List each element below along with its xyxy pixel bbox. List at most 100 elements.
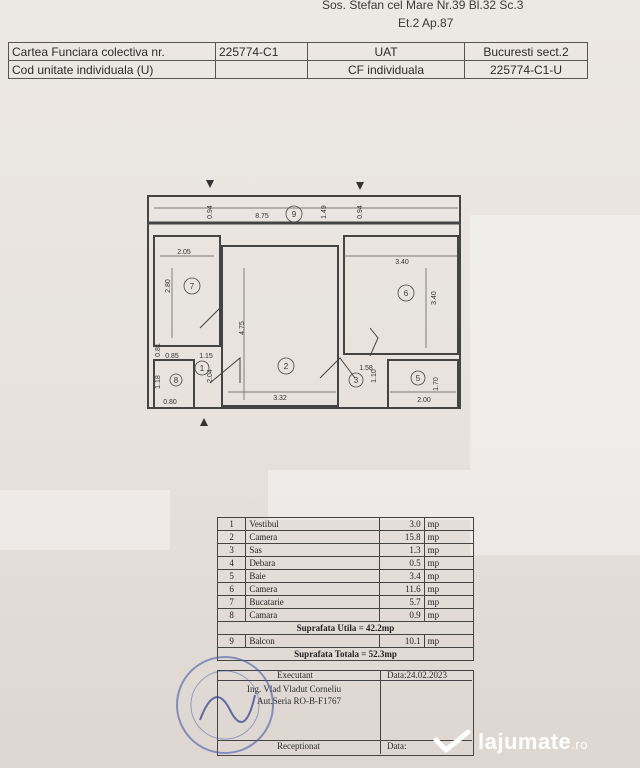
executant-box <box>217 670 474 756</box>
executant-label: Executant <box>277 670 313 680</box>
dim-label: 2.05 <box>177 249 191 256</box>
dim-label: 0.81 <box>155 343 162 357</box>
executant-name: Ing. Vlad Vladut Corneliu <box>247 684 342 694</box>
light-glare <box>470 215 640 555</box>
floor-plan-drawing: 8.75 0.94 1.49 0.94 2.05 2.80 4.75 3.40 … <box>147 180 461 426</box>
total-area: Suprafata Totala = 52.3mp <box>217 647 474 661</box>
cell: UAT <box>307 42 465 61</box>
cell: mp <box>423 543 475 557</box>
cell: 6 <box>216 582 247 596</box>
cell: Camera <box>245 582 380 596</box>
cell: mp <box>423 608 475 622</box>
cell: 0.9 <box>378 608 425 622</box>
cell: Bucatarie <box>245 595 380 609</box>
dim-label: 0.94 <box>207 205 214 219</box>
cell: 4 <box>216 556 247 570</box>
cell: 3 <box>216 543 247 557</box>
room-number: 7 <box>190 282 195 291</box>
cell: 5 <box>216 569 247 583</box>
cadastral-header-table: Cartea Funciara colectiva nr. 225774-C1 … <box>8 42 588 79</box>
address-line-1: Sos. Stefan cel Mare Nr.39 Bl.32 Sc.3 <box>322 0 524 12</box>
floor-plan: 8.75 0.94 1.49 0.94 2.05 2.80 4.75 3.40 … <box>140 178 470 428</box>
cell: Bucuresti sect.2 <box>464 42 588 61</box>
light-glare <box>268 470 470 520</box>
cell: 7 <box>216 595 247 609</box>
room-number: 3 <box>354 376 359 385</box>
dim-label: 8.75 <box>255 213 269 220</box>
cell: Cod unitate individuala (U) <box>8 60 216 79</box>
cell: 3.4 <box>378 569 425 583</box>
cell: Debara <box>245 556 380 570</box>
logo-name: lajumate <box>478 729 572 754</box>
cell: 8 <box>216 608 247 622</box>
cell: 1 <box>216 517 247 531</box>
receptionat-date: Data: <box>387 741 407 751</box>
room-number: 8 <box>174 376 179 385</box>
table-row: Suprafata Totala = 52.3mp <box>217 647 474 661</box>
dim-label: 0.80 <box>163 399 177 406</box>
cell: 1.3 <box>378 543 425 557</box>
cell: Camara <box>245 608 380 622</box>
table-row: Cartea Funciara colectiva nr. 225774-C1 … <box>8 42 588 61</box>
cell: 9 <box>216 634 247 648</box>
heart-check-icon <box>433 729 471 753</box>
cell: mp <box>423 582 475 596</box>
executant-date: Data:24.02.2023 <box>387 670 447 680</box>
cell: mp <box>423 530 475 544</box>
room-number: 1 <box>200 364 205 373</box>
logo-text: lajumate.ro <box>478 729 588 755</box>
cell: 15.8 <box>378 530 425 544</box>
dim-label: 2.80 <box>165 279 172 293</box>
cell: mp <box>423 634 475 648</box>
dim-label: 0.85 <box>165 353 179 360</box>
receptionat-label: Receptionat <box>277 741 320 751</box>
executant-left <box>217 670 381 754</box>
address-line-2: Et.2 Ap.87 <box>398 16 454 30</box>
dim-label: 2.00 <box>417 397 431 404</box>
dim-label: 4.75 <box>239 321 246 335</box>
room-number: 9 <box>292 210 297 219</box>
room-number: 5 <box>416 374 421 383</box>
room-number: 6 <box>404 289 409 298</box>
table-row: Cod unitate individuala (U) CF individua… <box>8 60 588 79</box>
cell: 11.6 <box>378 582 425 596</box>
cell: CF individuala <box>307 60 465 79</box>
dim-label: 3.32 <box>273 395 287 402</box>
row-divider <box>217 680 472 681</box>
signature-block: Executant Data:24.02.2023 Ing. Vlad Vlad… <box>217 670 474 768</box>
cell: 225774-C1-U <box>464 60 588 79</box>
cell: 0.5 <box>378 556 425 570</box>
dim-label: 1.10 <box>371 369 378 383</box>
logo-suffix: .ro <box>571 737 588 752</box>
dim-label: 1.49 <box>321 205 328 219</box>
cell: 5.7 <box>378 595 425 609</box>
row-divider <box>217 740 472 741</box>
dim-label: 0.94 <box>357 205 364 219</box>
cell: 3.0 <box>378 517 425 531</box>
official-stamp <box>176 656 274 754</box>
cell: Camera <box>245 530 380 544</box>
cell: Balcon <box>245 634 380 648</box>
cell: mp <box>423 556 475 570</box>
cell: 2 <box>216 530 247 544</box>
dim-label: 3.40 <box>431 291 438 305</box>
table-row: Suprafata Utila = 42.2mp <box>217 621 474 635</box>
cell: mp <box>423 595 475 609</box>
cell: Sas <box>245 543 380 557</box>
dim-label: 3.40 <box>395 259 409 266</box>
dim-label: 1.58 <box>359 365 373 372</box>
lajumate-logo[interactable]: lajumate.ro <box>432 722 588 762</box>
cell: mp <box>423 569 475 583</box>
cell: mp <box>423 517 475 531</box>
executant-authorization: Aut.Seria RO-B-F1767 <box>257 696 341 706</box>
